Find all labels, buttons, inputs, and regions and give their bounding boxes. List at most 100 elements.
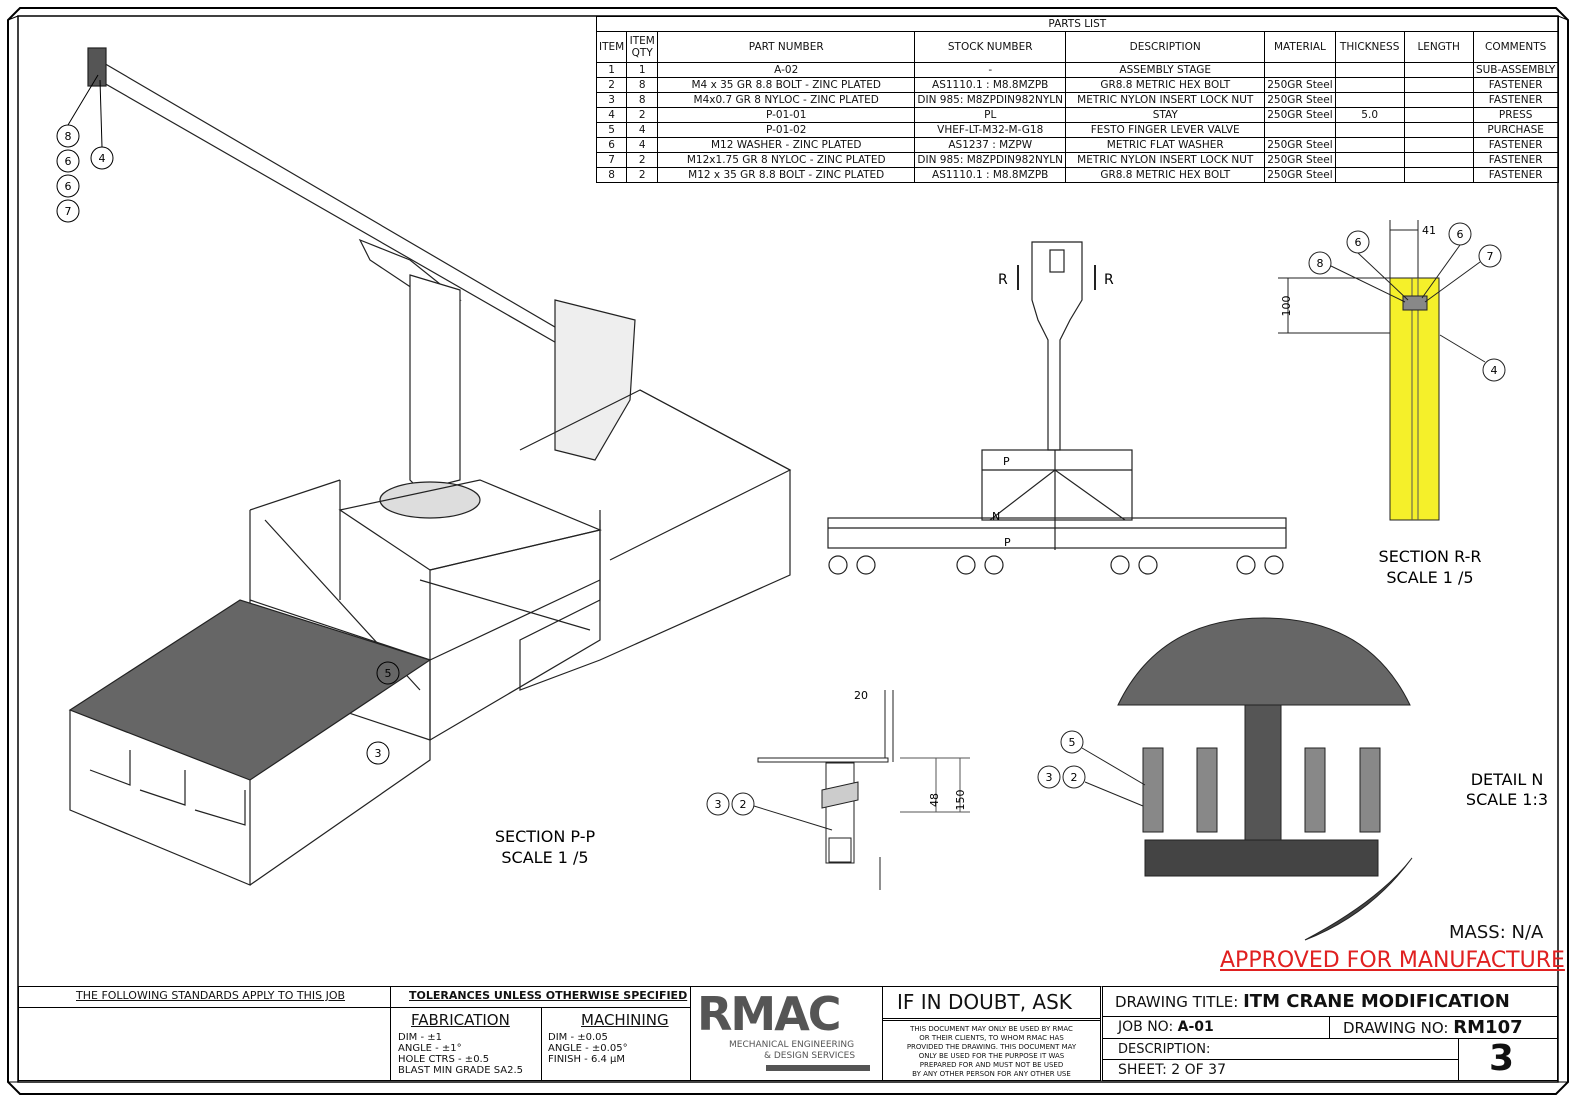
svg-text:SCALE 1:3: SCALE 1:3 — [1466, 790, 1548, 809]
table-cell: 250GR Steel — [1264, 152, 1336, 168]
col-stock-number: STOCK NUMBER — [914, 31, 1067, 63]
table-cell: 2 — [626, 152, 659, 168]
svg-text:6: 6 — [1457, 228, 1464, 241]
drawing-title: DRAWING TITLE: ITM CRANE MODIFICATION — [1115, 991, 1510, 1012]
balloon: 5 — [376, 661, 400, 685]
table-cell: FASTENER — [1472, 137, 1559, 153]
section-pp-view — [706, 690, 970, 890]
table-cell: FASTENER — [1472, 152, 1559, 168]
logo-subtitle-1: MECHANICAL ENGINEERING — [729, 1040, 855, 1050]
svg-text:R: R — [998, 272, 1008, 288]
table-cell: 250GR Steel — [1264, 92, 1336, 108]
table-cell: AS1110.1 : M8.8MZPB — [914, 167, 1067, 183]
front-view — [827, 241, 1287, 575]
table-cell: 8 — [626, 77, 659, 93]
table-cell: 5.0 — [1334, 107, 1405, 123]
col-material: MATERIAL — [1264, 31, 1336, 63]
col-length: LENGTH — [1403, 31, 1474, 63]
svg-text:3: 3 — [715, 798, 722, 811]
logo-bar — [766, 1065, 870, 1071]
svg-text:3: 3 — [1046, 771, 1053, 784]
table-cell — [1264, 122, 1336, 138]
table-cell — [1403, 167, 1474, 183]
table-cell: 1 — [595, 62, 628, 78]
approval-stamp: APPROVED FOR MANUFACTURE — [1220, 948, 1565, 973]
standards-heading: THE FOLLOWING STANDARDS APPLY TO THIS JO… — [76, 989, 346, 1002]
svg-text:P: P — [1004, 536, 1011, 549]
table-cell — [1334, 62, 1405, 78]
tolerances-heading: TOLERANCES UNLESS OTHERWISE SPECIFIED — [409, 989, 688, 1002]
sheet-number: SHEET: 2 OF 37 — [1118, 1062, 1226, 1078]
table-cell: M12 WASHER - ZINC PLATED — [657, 137, 916, 153]
svg-text:4: 4 — [99, 152, 106, 165]
table-cell: METRIC NYLON INSERT LOCK NUT — [1065, 92, 1266, 108]
parts-list-title: PARTS LIST — [596, 16, 1559, 32]
table-cell: M4x0.7 GR 8 NYLOC - ZINC PLATED — [657, 92, 916, 108]
parts-list-table: PARTS LIST ITEM ITEM QTY PART NUMBER STO… — [595, 16, 1559, 183]
balloon: 8 — [56, 124, 80, 148]
table-cell: GR8.8 METRIC HEX BOLT — [1065, 167, 1266, 183]
fabrication-heading: FABRICATION — [411, 1011, 510, 1029]
svg-text:6: 6 — [65, 155, 72, 168]
svg-text:SECTION P-P: SECTION P-P — [495, 827, 596, 846]
table-cell: 1 — [626, 62, 659, 78]
col-description: DESCRIPTION — [1065, 31, 1266, 63]
table-cell — [1403, 152, 1474, 168]
table-cell — [1334, 137, 1405, 153]
col-thickness: THICKNESS — [1334, 31, 1405, 63]
mass-label: MASS: N/A — [1449, 922, 1544, 943]
table-cell: FASTENER — [1472, 77, 1559, 93]
if-in-doubt-ask: IF IN DOUBT, ASK — [897, 990, 1072, 1014]
table-cell: 4 — [595, 107, 628, 123]
table-cell: DIN 985: M8ZPDIN982NYLN — [914, 92, 1067, 108]
table-cell: SUB-ASSEMBLY — [1472, 62, 1559, 78]
table-cell: 5 — [595, 122, 628, 138]
table-cell: AS1110.1 : M8.8MZPB — [914, 77, 1067, 93]
table-cell: 7 — [595, 152, 628, 168]
detail-n-view — [1037, 617, 1413, 941]
balloon: 6 — [56, 174, 80, 198]
standards-cell: THE FOLLOWING STANDARDS APPLY TO THIS JO… — [18, 986, 391, 1081]
table-cell — [1334, 77, 1405, 93]
company-logo: RMAC MECHANICAL ENGINEERING & DESIGN SER… — [690, 986, 883, 1081]
section-pp-labels: 3 2 20 48 150 SECTION P-P SCALE 1 /5 — [495, 689, 967, 867]
table-cell — [1403, 107, 1474, 123]
table-cell: 250GR Steel — [1264, 167, 1336, 183]
svg-text:4: 4 — [1491, 364, 1498, 377]
svg-text:P: P — [1003, 455, 1010, 468]
section-rr-view — [1278, 220, 1506, 521]
svg-text:8: 8 — [1317, 257, 1324, 270]
table-cell: FESTO FINGER LEVER VALVE — [1065, 122, 1266, 138]
table-cell: 4 — [626, 122, 659, 138]
svg-text:2: 2 — [740, 798, 747, 811]
svg-text:SCALE 1 /5: SCALE 1 /5 — [1386, 568, 1473, 587]
balloon: 4 — [90, 146, 114, 170]
col-comments: COMMENTS — [1472, 31, 1559, 63]
svg-text:20: 20 — [854, 689, 868, 702]
iso-balloons: 8 6 6 7 4 5 3 — [56, 74, 400, 765]
revision-number: 3 — [1489, 1038, 1515, 1079]
svg-text:2: 2 — [1071, 771, 1078, 784]
table-cell: 8 — [595, 167, 628, 183]
table-cell: VHEF-LT-M32-M-G18 — [914, 122, 1067, 138]
table-cell: P-01-01 — [657, 107, 916, 123]
table-cell — [1334, 92, 1405, 108]
table-cell: AS1237 : MZPW — [914, 137, 1067, 153]
table-cell: METRIC NYLON INSERT LOCK NUT — [1065, 152, 1266, 168]
svg-text:R: R — [1104, 272, 1114, 288]
job-number: JOB NO: A-01 — [1118, 1019, 1214, 1035]
svg-text:3: 3 — [375, 747, 382, 760]
table-cell: P-01-02 — [657, 122, 916, 138]
table-cell — [1334, 152, 1405, 168]
table-cell: 250GR Steel — [1264, 107, 1336, 123]
table-cell: 250GR Steel — [1264, 137, 1336, 153]
svg-text:6: 6 — [1355, 236, 1362, 249]
table-cell: METRIC FLAT WASHER — [1065, 137, 1266, 153]
